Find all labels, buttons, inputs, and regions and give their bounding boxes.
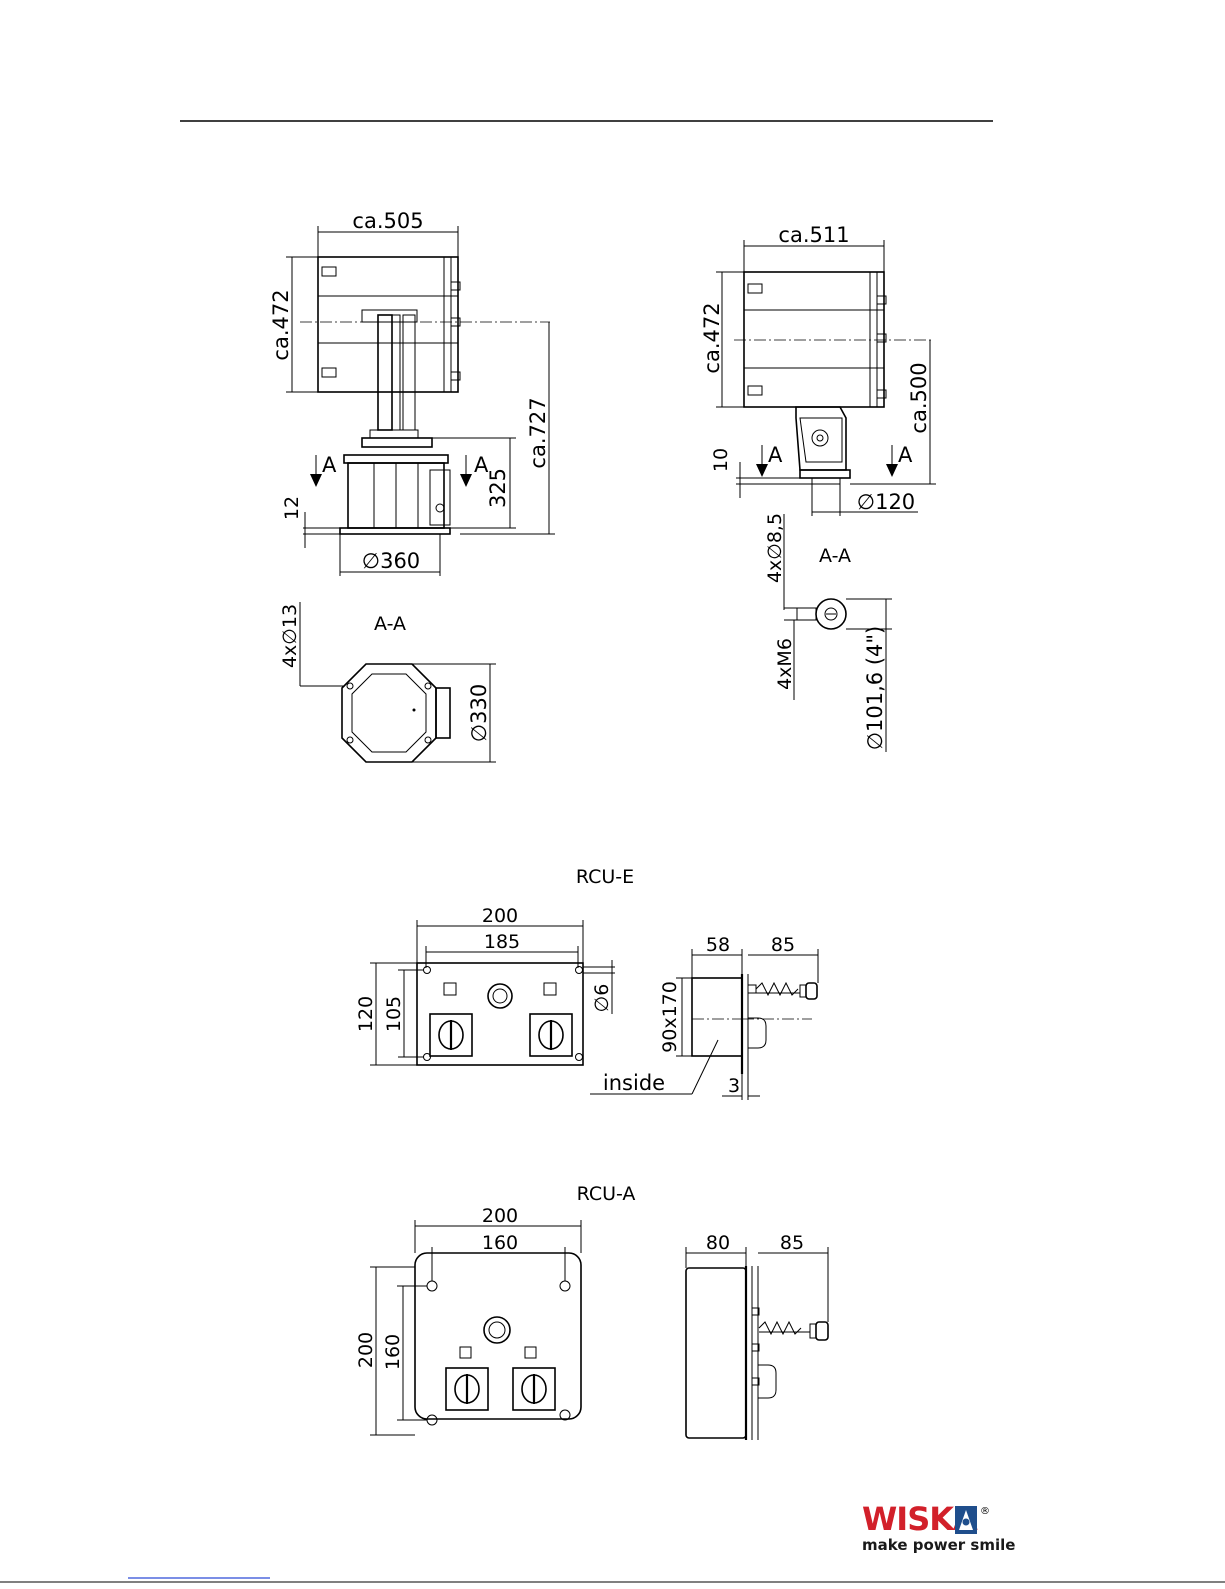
right-axis-height-label: ca.500 [907,362,931,433]
rcu-e-depth-label: 58 [706,934,730,956]
rcu-a-drawing: RCU-A 200 160 200 160 [355,1183,828,1440]
rcu-e-plate-label: 3 [728,1075,740,1097]
right-view-dimensions: ca.511 ca.472 ca.500 10 ∅120 A A [700,223,936,516]
right-section-mark-a2: A [898,443,913,467]
rcu-a-hole-pitch-x-label: 160 [482,1232,518,1254]
rcu-a-height-label: 200 [355,1332,377,1368]
left-view-drawing [300,257,550,534]
right-base-offset-label: 10 [710,448,732,472]
right-section-drawing: A-A 4x∅8,5 4xM6 ∅101,6 (4") [764,513,892,752]
rcu-e-title: RCU-E [576,866,634,888]
left-section-mark-a2: A [474,453,489,477]
rcu-a-title: RCU-A [577,1183,636,1205]
left-base-height-label: 325 [486,468,510,508]
right-section-mark-a1: A [768,443,783,467]
left-base-diameter-label: ∅360 [362,549,420,573]
rcu-e-hole-pitch-y-label: 105 [383,996,405,1032]
logo-registered: ® [980,1506,990,1517]
right-section-title: A-A [819,545,851,567]
logo-tagline: make power smile [862,1536,1015,1554]
left-section-diameter-label: ∅330 [467,684,491,742]
left-section-drawing: A-A 4x∅13 ∅330 [279,602,496,762]
right-section-pitch-label: ∅101,6 (4") [863,626,887,751]
left-section-title: A-A [374,613,406,635]
rcu-a-depth-label: 80 [706,1232,730,1254]
rcu-e-hole-diameter-label: ∅6 [591,984,613,1013]
rcu-e-lever-label: 85 [771,934,795,956]
left-width-label: ca.505 [352,209,423,233]
left-section-mark-a1: A [322,453,337,477]
rcu-e-hole-pitch-x-label: 185 [484,931,520,953]
left-total-height-label: ca.727 [526,397,550,468]
rcu-e-inside-size-label: 90x170 [659,981,681,1053]
left-height-label: ca.472 [269,289,293,360]
rcu-e-width-label: 200 [482,905,518,927]
right-section-holes-label: 4x∅8,5 [764,513,786,583]
left-base-offset-label: 12 [281,496,303,520]
rcu-e-inside-label: inside [603,1071,665,1095]
right-width-label: ca.511 [778,223,849,247]
wiska-logo: WISKA ® make power smile [862,1500,1015,1554]
right-height-label: ca.472 [700,302,724,373]
rcu-a-width-label: 200 [482,1205,518,1227]
right-section-thread-label: 4xM6 [774,638,796,690]
rcu-a-hole-pitch-y-label: 160 [382,1334,404,1370]
rcu-e-drawing: RCU-E 200 185 120 105 [355,866,818,1100]
rcu-e-height-label: 120 [355,996,377,1032]
right-flange-diameter-label: ∅120 [857,490,915,514]
left-section-holes-label: 4x∅13 [279,604,301,668]
rcu-a-lever-label: 85 [780,1232,804,1254]
